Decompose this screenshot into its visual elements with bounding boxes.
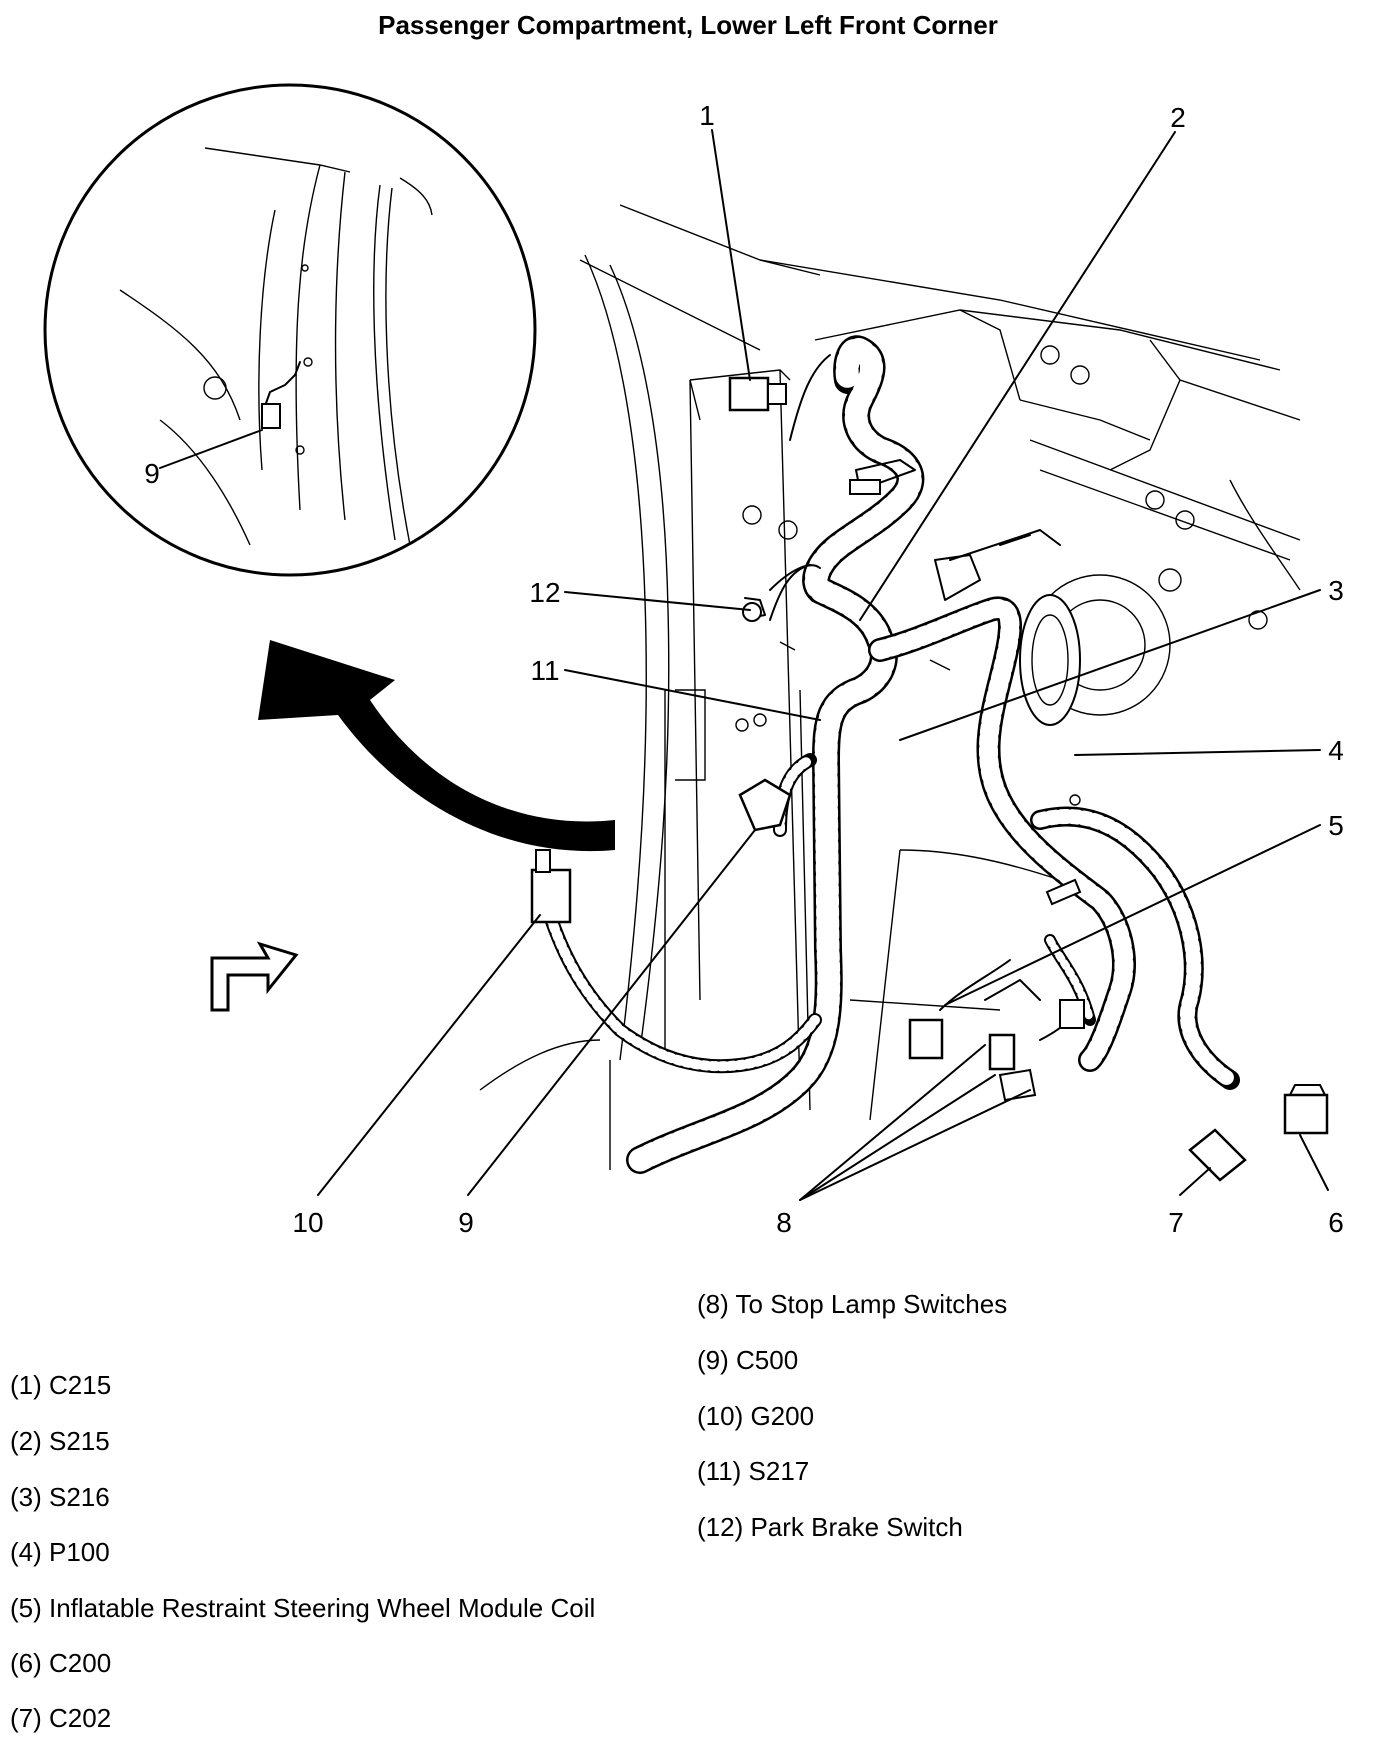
view-direction-arrow <box>210 941 299 1012</box>
diagram-title: Passenger Compartment, Lower Left Front … <box>378 10 998 40</box>
leader-10 <box>317 914 541 1196</box>
leader-3 <box>899 589 1321 741</box>
leader-5 <box>944 824 1321 1006</box>
legend-item-10: (10) G200 <box>697 1401 815 1431</box>
leader-1 <box>711 129 751 381</box>
components <box>530 376 1329 1182</box>
callout-7: 7 <box>1168 1207 1184 1238</box>
leader-8b <box>799 1074 996 1201</box>
legend-item-3: (3) S216 <box>10 1482 110 1512</box>
legend-item-1: (1) C215 <box>10 1370 112 1400</box>
leader-11 <box>564 669 821 721</box>
callout-numbers: 1 2 3 4 5 6 7 8 9 10 11 12 <box>292 100 1343 1238</box>
legend-item-11: (11) S217 <box>697 1456 810 1486</box>
legend-left: (1) C215 (2) S215 (3) S216 (4) P100 (5) … <box>10 1372 670 1732</box>
legend-item-8: (8) To Stop Lamp Switches <box>697 1289 1008 1319</box>
legend-item-12: (12) Park Brake Switch <box>697 1512 963 1542</box>
legend-item-2: (2) S215 <box>10 1426 110 1456</box>
detail-arrow <box>258 640 615 852</box>
callout-1: 1 <box>699 100 715 131</box>
legend-right: (8) To Stop Lamp Switches (9) C500 (10) … <box>697 1291 1337 1551</box>
legend-item-7: (7) C202 <box>10 1703 112 1733</box>
callout-11: 11 <box>530 655 559 686</box>
callout-2: 2 <box>1170 102 1186 133</box>
leader-lines <box>317 129 1329 1201</box>
callout-4: 4 <box>1328 735 1344 766</box>
legend-item-9: (9) C500 <box>697 1345 799 1375</box>
callout-8: 8 <box>776 1207 792 1238</box>
callout-10: 10 <box>292 1207 323 1238</box>
leader-6 <box>1299 1134 1329 1191</box>
leader-7 <box>1179 1167 1211 1196</box>
inset-leader-9 <box>159 429 263 469</box>
callout-3: 3 <box>1328 575 1344 606</box>
callout-9: 9 <box>458 1207 474 1238</box>
wiring-harness <box>538 335 1240 1174</box>
vehicle-structure <box>479 204 1301 1170</box>
leader-4 <box>1074 749 1321 756</box>
leader-8a <box>799 1044 986 1201</box>
leader-9 <box>467 829 756 1196</box>
leader-12 <box>564 591 751 611</box>
inset-detail-view: 9 <box>43 83 537 577</box>
legend-item-5: (5) Inflatable Restraint Steering Wheel … <box>10 1593 596 1623</box>
callout-6: 6 <box>1328 1207 1344 1238</box>
leader-8c <box>799 1089 1031 1201</box>
inset-callout-9: 9 <box>144 458 160 489</box>
legend-item-4: (4) P100 <box>10 1537 110 1567</box>
callout-5: 5 <box>1328 810 1344 841</box>
leader-2 <box>859 131 1176 621</box>
callout-12: 12 <box>529 577 560 608</box>
legend-item-6: (6) C200 <box>10 1648 112 1678</box>
